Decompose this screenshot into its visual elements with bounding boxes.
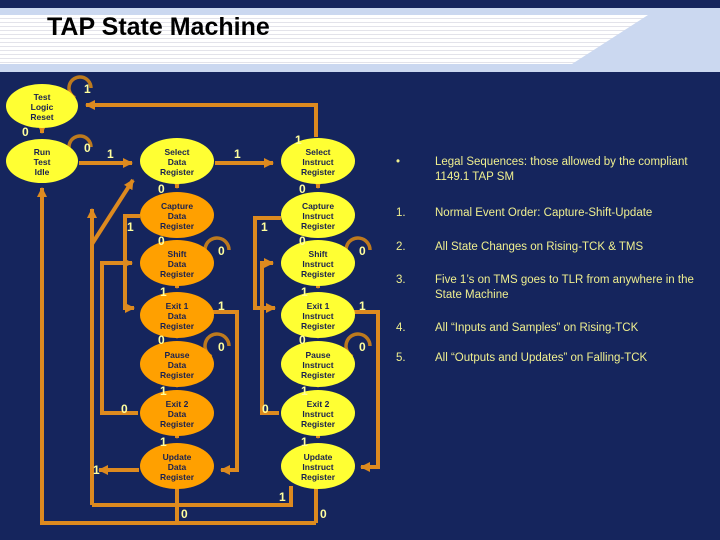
note-number-marker: 2.: [396, 241, 406, 253]
label-seldr-capdr: 0: [158, 182, 165, 196]
label-pauseir-loop: 0: [359, 340, 366, 354]
slide-title: TAP State Machine: [47, 13, 270, 41]
label-updatedr-seldr: 1: [93, 463, 100, 477]
note-text: All “Outputs and Updates” on Falling-TCK: [435, 352, 648, 364]
label-exit1ir-pauseir: 0: [299, 333, 306, 347]
label-selir-capir: 0: [299, 182, 306, 196]
edge-updateir-one-rail: [92, 486, 293, 507]
label-exit2ir-updateir: 1: [301, 435, 308, 449]
note-number-marker: 3.: [396, 274, 406, 286]
title-stripe-pattern: [0, 15, 648, 64]
edge-exit2ir-to-shiftir: [260, 258, 279, 415]
edge-captureir-to-exit1ir: [253, 216, 281, 313]
label-rti-loop: 0: [84, 141, 91, 155]
note-number-marker: 1.: [396, 207, 406, 219]
label-capdr-shiftdr: 0: [158, 234, 165, 248]
edge-updates-to-selectdr-diagonal: [90, 178, 135, 246]
edge-capturedr-to-exit1dr: [123, 214, 140, 313]
note-five-ones: 3. Five 1’s on TMS goes to TLR from anyw…: [396, 273, 711, 303]
label-shiftdr-loop: 0: [218, 244, 225, 258]
note-outputs-updates: 5. All “Outputs and Updates” on Falling-…: [396, 351, 711, 366]
label-selir-tlr: 1: [295, 133, 302, 147]
edge-selectir-to-tlr: [85, 100, 318, 137]
label-pausedr-exit2dr: 1: [160, 384, 167, 398]
label-pauseir-exit2ir: 1: [301, 384, 308, 398]
label-tlr-loop: 1: [84, 82, 91, 96]
label-updateir-rti: 0: [320, 507, 327, 521]
label-exit2dr-shiftdr: 0: [121, 402, 128, 416]
note-number-marker: 4.: [396, 322, 406, 334]
edge-exit2dr-to-shiftdr: [100, 258, 138, 415]
label-seldr-selir: 1: [234, 147, 241, 161]
note-legal-sequences: • Legal Sequences: those allowed by the …: [396, 155, 711, 185]
note-text: Five 1’s on TMS goes to TLR from anywher…: [435, 274, 694, 301]
label-tlr-rti: 0: [22, 125, 29, 139]
label-updateir-seldr: 1: [279, 490, 286, 504]
label-shiftir-loop: 0: [359, 244, 366, 258]
label-capdr-exit1dr: 1: [127, 220, 134, 234]
note-number-marker: 5.: [396, 352, 406, 364]
note-inputs-samples: 4. All “Inputs and Samples” on Rising-TC…: [396, 321, 711, 336]
label-exit2ir-shiftir: 0: [262, 402, 269, 416]
label-capir-shiftir: 0: [299, 234, 306, 248]
note-normal-event-order: 1. Normal Event Order: Capture-Shift-Upd…: [396, 206, 711, 221]
label-exit1ir-updateir: 1: [359, 299, 366, 313]
label-rti-seldr: 1: [107, 147, 114, 161]
note-text: All State Changes on Rising-TCK & TMS: [435, 241, 644, 253]
transition-labels: 1 0 0 1 1 1 0 0 0 0 0 0 1 1 1 1 1 1 0 0 …: [22, 82, 366, 521]
label-shiftdr-exit1dr: 1: [160, 285, 167, 299]
note-state-changes: 2. All State Changes on Rising-TCK & TMS: [396, 240, 711, 255]
note-bullet-marker: •: [396, 156, 401, 168]
label-capir-exit1ir: 1: [261, 220, 268, 234]
edge-exit1ir-to-updateir: [354, 310, 380, 472]
label-shiftir-exit1ir: 1: [301, 285, 308, 299]
note-text: Legal Sequences: those allowed by the co…: [435, 156, 688, 183]
label-updatedr-rti: 0: [181, 507, 188, 521]
label-pausedr-loop: 0: [218, 340, 225, 354]
label-exit1dr-updatedr: 1: [218, 299, 225, 313]
title-band: [0, 8, 720, 72]
label-exit1dr-pausedr: 0: [158, 333, 165, 347]
edge-zero-rail-to-rti: [37, 187, 316, 525]
label-exit2dr-updatedr: 1: [160, 435, 167, 449]
edge-exit1dr-to-updatedr: [213, 310, 239, 475]
note-text: All “Inputs and Samples” on Rising-TCK: [435, 322, 639, 334]
note-text: Normal Event Order: Capture-Shift-Update: [435, 207, 653, 219]
